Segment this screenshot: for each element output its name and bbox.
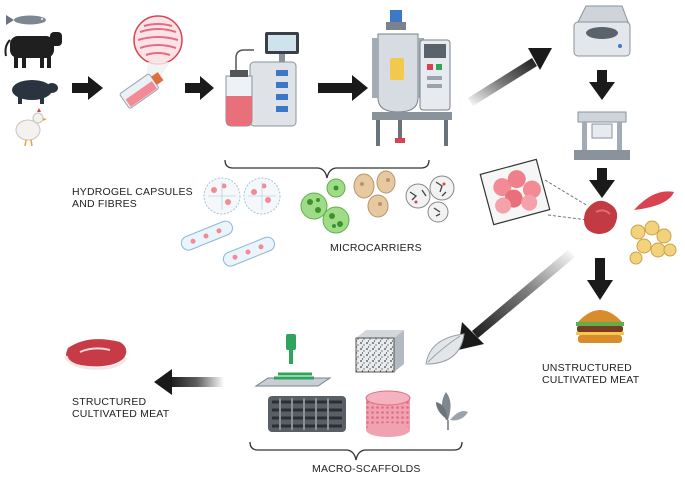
animal-sources bbox=[4, 15, 62, 147]
arrow-flask-to-bioreactor bbox=[185, 76, 214, 100]
cell-culture-flask bbox=[119, 15, 183, 109]
label-unstructured-line1: UNSTRUCTURED bbox=[542, 362, 632, 374]
label-unstructured-line2: CULTIVATED MEAT bbox=[542, 374, 640, 386]
fish-icon bbox=[6, 15, 46, 25]
pig-icon bbox=[12, 80, 58, 104]
3d-printer-icon bbox=[254, 334, 332, 387]
burger-icon bbox=[576, 310, 624, 343]
label-structured-meat: STRUCTURED CULTIVATED MEAT bbox=[72, 396, 169, 420]
label-hydrogel-line2: AND FIBRES bbox=[72, 198, 138, 210]
large-bioreactor bbox=[372, 10, 452, 146]
hydrogel-fibres-icon bbox=[180, 220, 275, 267]
label-microcarriers: MICROCARRIERS bbox=[330, 242, 422, 254]
arrow-press-to-meat bbox=[589, 168, 615, 198]
press-machine bbox=[574, 111, 630, 160]
arrow-animals-to-flask bbox=[72, 76, 103, 100]
plant-scaffold-icon bbox=[436, 392, 468, 430]
arrow-bioreactor-to-centrifuge bbox=[468, 48, 552, 106]
bracket-scaffold-types bbox=[224, 159, 430, 179]
bracket-macro-scaffolds bbox=[249, 441, 463, 461]
microcarriers-green-icon bbox=[300, 178, 350, 234]
woven-scaffold-icon bbox=[268, 396, 346, 432]
microcarriers-porous-icon bbox=[405, 175, 455, 223]
small-bioreactor bbox=[225, 32, 299, 127]
pink-cylinder-scaffold-icon bbox=[365, 390, 411, 437]
porous-cube-icon bbox=[355, 330, 404, 373]
arrow-centrifuge-to-press bbox=[589, 70, 615, 100]
arrow-to-large-bioreactor bbox=[318, 75, 368, 101]
microcarriers-beige-icon bbox=[353, 170, 396, 218]
label-macro-scaffolds: MACRO-SCAFFOLDS bbox=[312, 463, 421, 475]
arrow-meat-to-scaffolds bbox=[458, 250, 575, 350]
label-structured-line1: STRUCTURED bbox=[72, 396, 147, 408]
leaf-scaffold-icon bbox=[425, 333, 465, 365]
cow-icon bbox=[4, 32, 62, 68]
hydrogel-capsules-icon bbox=[203, 177, 281, 215]
steak-icon bbox=[64, 339, 128, 370]
label-hydrogel-capsules: HYDROGEL CAPSULES AND FIBRES bbox=[72, 186, 193, 210]
arrow-scaffolds-to-steak bbox=[154, 369, 224, 395]
label-structured-line2: CULTIVATED MEAT bbox=[72, 408, 170, 420]
fat-cells-icon bbox=[629, 220, 677, 265]
label-hydrogel-line1: HYDROGEL CAPSULES bbox=[72, 186, 193, 198]
centrifuge bbox=[573, 5, 631, 57]
muscle-fibre-icon bbox=[634, 191, 674, 210]
label-unstructured-meat: UNSTRUCTURED CULTIVATED MEAT bbox=[542, 362, 639, 386]
chicken-icon bbox=[15, 108, 47, 147]
cultivated-meat-mass bbox=[584, 200, 618, 234]
magnified-cell-aggregate bbox=[479, 158, 589, 226]
arrow-meat-to-burger bbox=[587, 258, 613, 300]
